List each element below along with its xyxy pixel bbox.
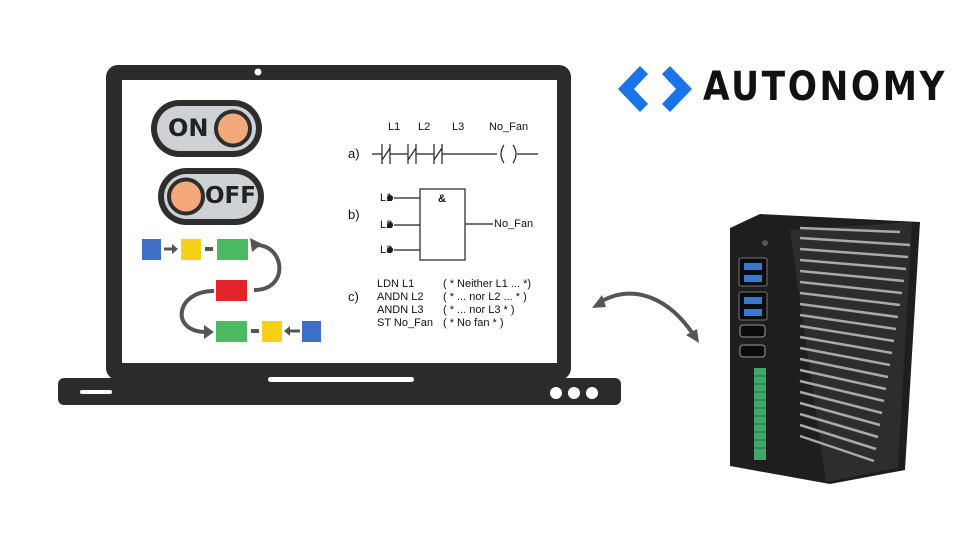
mini-pc-icon [730, 214, 920, 484]
ladder-input-label: L3 [452, 121, 465, 133]
flow-block-yellow [262, 321, 282, 342]
fbd-input-label: L3 [380, 244, 393, 256]
fbd-output-label: No_Fan [494, 218, 534, 230]
code-brackets-icon [618, 66, 692, 112]
fbd-gate-symbol: & [438, 193, 446, 205]
il-instruction: ANDN L3 [377, 304, 424, 316]
flow-block-red [216, 280, 247, 301]
il-comment: ( * ... nor L2 ... * ) [443, 291, 527, 303]
ladder-input-label: L1 [388, 121, 401, 133]
ladder-output-label: No_Fan [489, 121, 529, 133]
il-comment: ( * No fan * ) [443, 317, 504, 329]
laptop-camera [254, 68, 262, 76]
il-comment: ( * Neither L1 ... *) [443, 278, 532, 290]
ladder-diagram [372, 144, 538, 164]
ladder-input-label: L2 [418, 121, 431, 133]
flow-block-blue [302, 321, 321, 342]
fbd-input-label: L1 [380, 192, 393, 204]
laptop-dot [550, 387, 562, 399]
laptop-base [58, 378, 621, 405]
toggle-on-label: ON [168, 114, 209, 142]
double-arrow-icon [592, 291, 699, 343]
brand-name: AUTONOMY [703, 64, 948, 110]
flow-block-yellow [181, 239, 201, 260]
terminal-block [754, 368, 766, 460]
hdmi-port [739, 344, 766, 358]
fbd-input-label: L2 [380, 219, 393, 231]
toggle-off-icon [158, 168, 264, 225]
il-instruction: ST No_Fan [377, 317, 434, 329]
il-instruction: ANDN L2 [377, 291, 424, 303]
flow-block-green [216, 321, 247, 342]
flow-block-blue [142, 239, 161, 260]
flowchart-icon [142, 238, 321, 342]
il-comment: ( * ... nor L3 * ) [443, 304, 515, 316]
laptop-hinge-slot [268, 377, 414, 382]
toggle-off-label: OFF [205, 183, 256, 209]
fbd-diagram [386, 188, 493, 261]
flow-block-green [217, 239, 248, 260]
ladder-tag: a) [348, 146, 360, 161]
laptop-base-line [80, 390, 112, 394]
fbd-tag: b) [348, 207, 360, 222]
hdmi-port [739, 324, 766, 338]
laptop-dot [586, 387, 598, 399]
il-tag: c) [348, 289, 359, 304]
il-instruction: LDN L1 [377, 278, 415, 290]
toggle-on-icon [151, 100, 262, 157]
laptop-dot [568, 387, 580, 399]
